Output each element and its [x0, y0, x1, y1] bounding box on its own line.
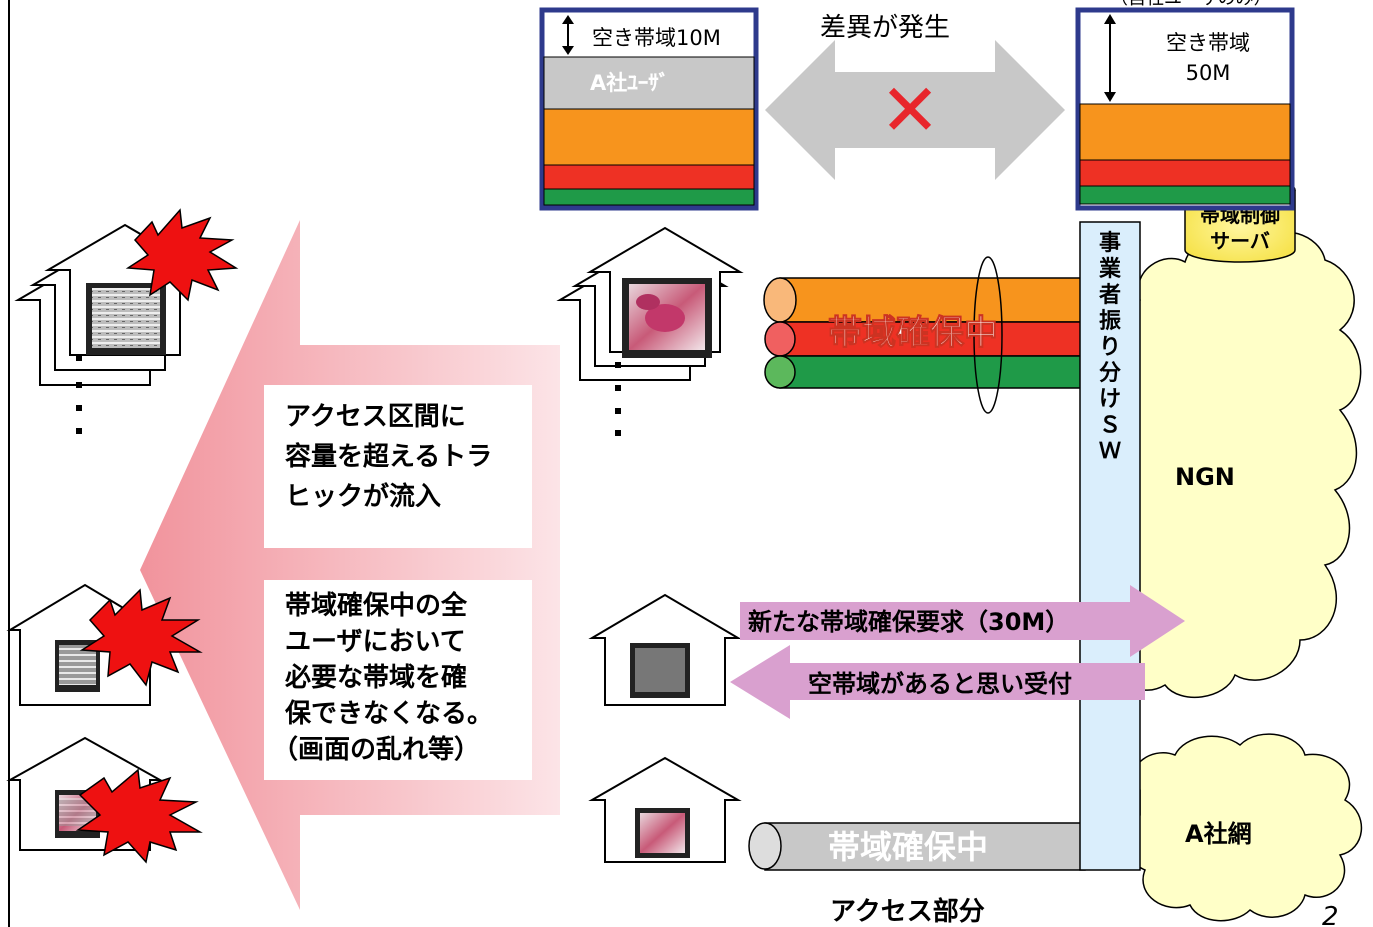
server-label-line-2: サーバ [1210, 229, 1270, 253]
warning-2-line-2: ユーザにおいて [285, 627, 466, 657]
warning-2-line-1: 帯域確保中の全 [285, 590, 468, 621]
reserved-label-top: 帯域確保中 [828, 313, 998, 353]
house-middle-request [588, 593, 742, 706]
house-middle-bottom [588, 756, 742, 863]
svg-text:り: り [1099, 335, 1121, 360]
accept-label: 空帯域があると思い受付 [808, 670, 1072, 698]
warning-2-line-3: 必要な帯域を確 [285, 662, 467, 693]
tv-icon [86, 283, 166, 355]
cross-icon: ✕ [880, 68, 940, 152]
access-label: アクセス部分 [830, 897, 985, 927]
warning-box-overflow: アクセス区間に 容量を超えるトラ ヒックが流入 [264, 385, 532, 548]
page-number: 2 [1322, 902, 1339, 927]
svg-text:振: 振 [1099, 309, 1121, 334]
request-label: 新たな帯域確保要求（30M） [748, 608, 1069, 636]
svg-text:Ｗ: Ｗ [1099, 439, 1121, 464]
mismatch-label: 差異が発生 [820, 13, 950, 43]
operator-switch [1079, 221, 1141, 871]
warning-2-line-5: （画面の乱れ等） [272, 734, 480, 765]
svg-text:者: 者 [1098, 283, 1121, 308]
svg-text:け: け [1099, 387, 1121, 412]
warning-1-line-1: アクセス区間に [285, 402, 466, 432]
company-network-label: A社網 [1185, 820, 1252, 848]
burst-icon [79, 588, 203, 687]
company-user-label: A社ﾕｰｻﾞ [590, 71, 669, 95]
svg-text:Ｓ: Ｓ [1099, 413, 1121, 438]
warning-1-line-3: ヒックが流入 [285, 481, 441, 512]
warning-2-line-4: 保できなくなる。 [284, 699, 493, 729]
svg-text:分: 分 [1099, 361, 1121, 386]
capacity-right-header: （自社ユーザのみ） [1110, 0, 1272, 9]
reserved-label-bottom: 帯域確保中 [828, 828, 988, 866]
free-bandwidth-left: 空き帯域10M [592, 26, 721, 50]
accept-arrow [730, 645, 1145, 719]
warning-box-degradation: 帯域確保中の全 ユーザにおいて 必要な帯域を確 保できなくなる。 （画面の乱れ等… [264, 580, 532, 780]
burst-icon [75, 768, 203, 864]
capacity-box-right: （自社ユーザのみ） 空き帯域 50M [1075, 0, 1295, 211]
ellipsis-middle [615, 362, 621, 436]
tv-icon [622, 278, 712, 358]
free-bandwidth-right-2: 50M [1186, 61, 1231, 85]
free-bandwidth-right-1: 空き帯域 [1166, 31, 1250, 55]
request-arrow [740, 585, 1185, 657]
ellipsis-left [76, 355, 82, 434]
capacity-box-left: 空き帯域10M A社ﾕｰｻﾞ [539, 7, 759, 211]
reserved-pipe-bottom [748, 822, 1086, 871]
switch-label: 事 業 者 振 り 分 け Ｓ Ｗ [1098, 230, 1122, 464]
mismatch-arrow [765, 40, 1065, 180]
company-network-cloud [1124, 733, 1362, 922]
burst-icon [125, 208, 239, 302]
warning-1-line-2: 容量を超えるトラ [285, 441, 492, 472]
svg-text:事: 事 [1099, 230, 1121, 256]
svg-text:業: 業 [1099, 257, 1122, 282]
traffic-overflow-arrow [140, 220, 560, 910]
ngn-label: NGN [1175, 463, 1235, 491]
